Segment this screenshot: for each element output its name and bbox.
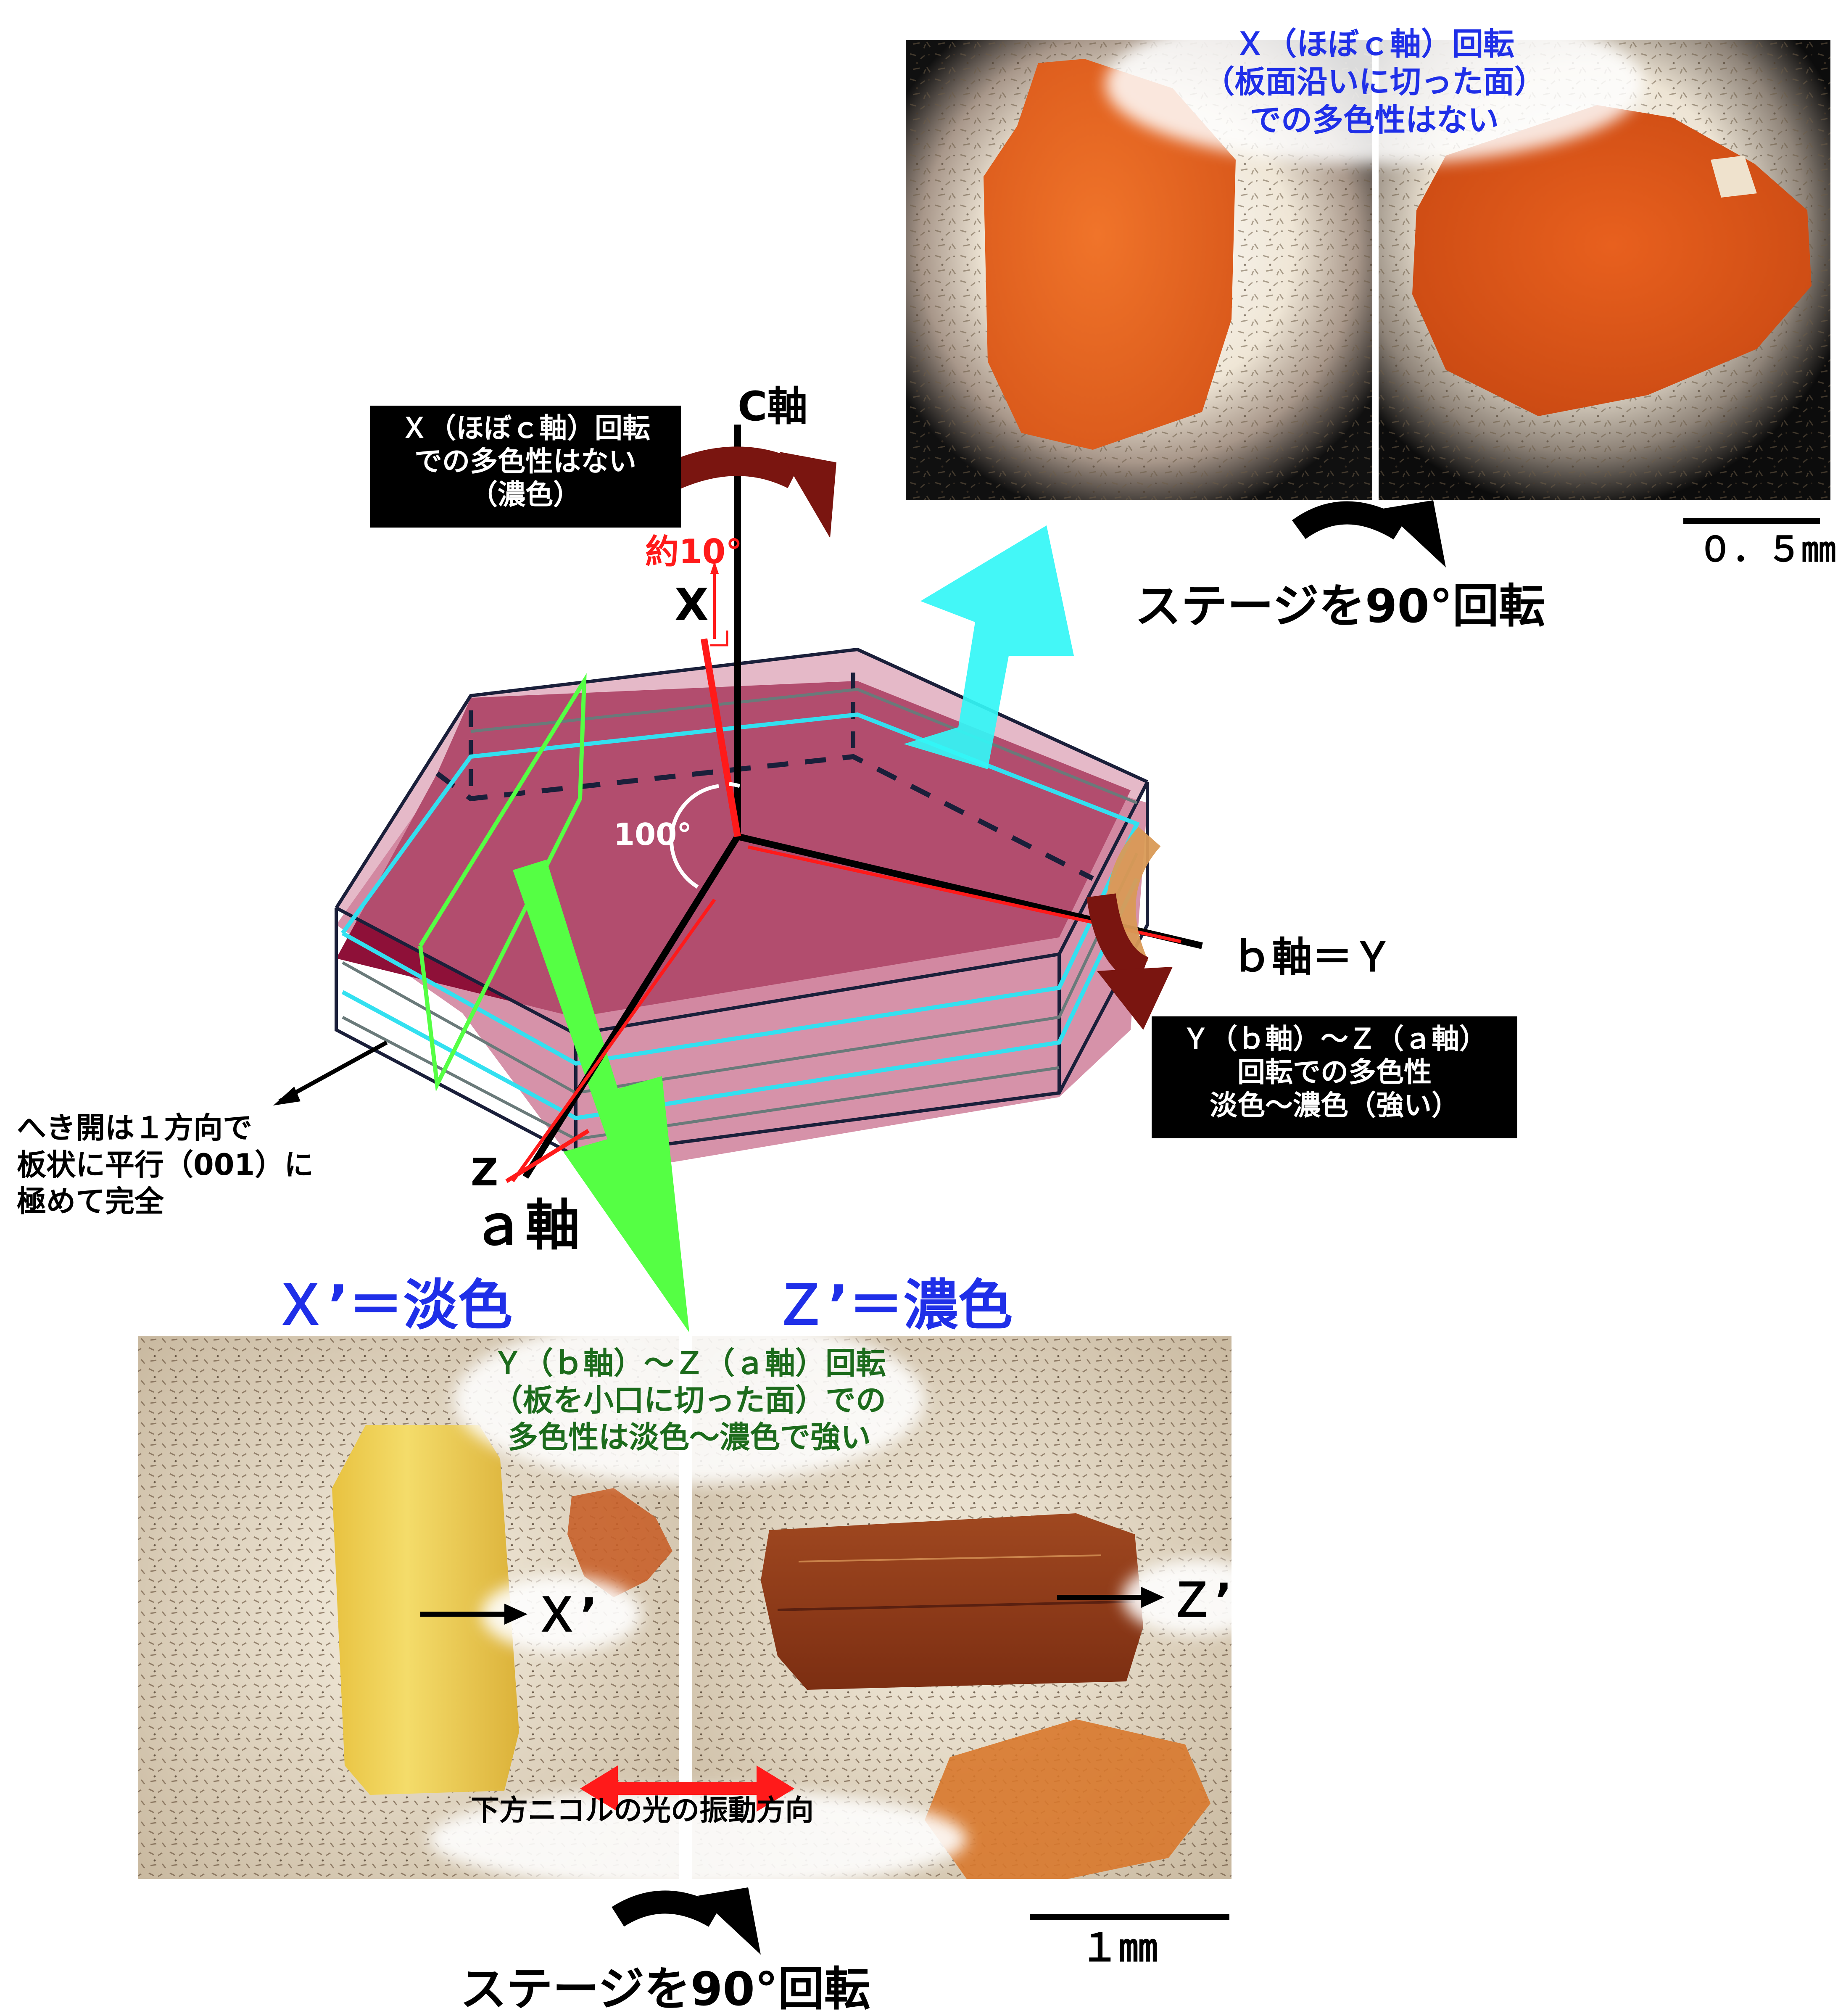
x-prime-arrow (420, 1604, 527, 1625)
z-prime-arrow (1057, 1587, 1164, 1608)
z-axis-label: Z (471, 1150, 498, 1195)
x-rotation-label-box: Ｘ（ほぼｃ軸）回転 での多色性はない （濃色） (370, 406, 681, 528)
cleavage-line-1: へき開は１方向で (17, 1111, 252, 1145)
scale-bottom-label: １㎜ (1080, 1925, 1158, 1970)
rotate-arrow-bottom-icon (612, 1887, 761, 1955)
yz-rotation-label-box: Ｙ（ｂ軸）～Ｚ（ａ軸） 回転での多色性 淡色～濃色（強い） (1152, 1016, 1517, 1138)
cleavage-line-2: 板状に平行（001）に (17, 1147, 314, 1182)
x-rotation-line-1: Ｘ（ほぼｃ軸）回転 (401, 412, 650, 444)
x-axis-label: X (675, 579, 709, 631)
top-caption-line-3: での多色性はない (1250, 102, 1499, 138)
z-prime-label: Ｚ’ (1168, 1573, 1232, 1627)
top-caption-line-2: （板面沿いに切った面） (1203, 64, 1545, 100)
cleavage-note: へき開は１方向で 板状に平行（001）に 極めて完全 (17, 1110, 395, 1220)
top-caption-line-1: Ｘ（ほぼｃ軸）回転 (1234, 26, 1514, 62)
angle-10-label: 約10° (645, 532, 742, 571)
rotate-stage-top-label: ステージを90°回転 (1135, 579, 1545, 633)
a-axis-label: ａ軸 (471, 1193, 580, 1257)
cleavage-line-3: 極めて完全 (17, 1184, 164, 1219)
b-axis-label: ｂ軸＝Ｙ (1231, 934, 1393, 981)
rotate-arrow-top-icon (1292, 500, 1446, 567)
top-photo-right (1379, 40, 1830, 500)
vibration-label: 下方ニコルの光の振動方向 (471, 1794, 814, 1827)
angle-100-label: 100° (614, 817, 692, 852)
bottom-caption-line-1: Ｙ（ｂ軸）～Ｚ（ａ軸）回転 (492, 1346, 886, 1381)
crystal-plate (335, 647, 1149, 1177)
bottom-caption-line-2: （板を小口に切った面）での (492, 1382, 886, 1418)
x-rotation-line-2: での多色性はない (414, 445, 636, 478)
green-view-arrow (513, 860, 689, 1333)
bottom-photo-caption: Ｙ（ｂ軸）～Ｚ（ａ軸）回転 （板を小口に切った面）での 多色性は淡色～濃色で強い (458, 1345, 920, 1456)
yz-rotation-line-3: 淡色～濃色（強い） (1210, 1089, 1459, 1122)
cyan-view-arrow (904, 525, 1074, 769)
bottom-caption-line-3: 多色性は淡色～濃色で強い (507, 1419, 871, 1455)
yz-rotation-line-2: 回転での多色性 (1237, 1056, 1432, 1089)
x-prime-title: Ｘ’＝淡色 (273, 1273, 512, 1337)
crystal-axes (273, 425, 1203, 1183)
x-rotation-line-3: （濃色） (470, 478, 581, 511)
c-axis-label: C軸 (738, 383, 807, 430)
z-prime-title: Ｚ’＝濃色 (773, 1273, 1013, 1337)
top-photo-caption: Ｘ（ほぼｃ軸）回転 （板面沿いに切った面） での多色性はない (1143, 25, 1606, 139)
scale-top-label: ０．５㎜ (1698, 530, 1836, 570)
x-prime-label: Ｘ’ (534, 1588, 598, 1642)
vibration-direction-arrow (580, 1765, 794, 1812)
yz-rotation-line-1: Ｙ（ｂ軸）～Ｚ（ａ軸） (1182, 1023, 1487, 1055)
rotate-stage-bottom-label: ステージを90°回転 (460, 1962, 870, 2016)
